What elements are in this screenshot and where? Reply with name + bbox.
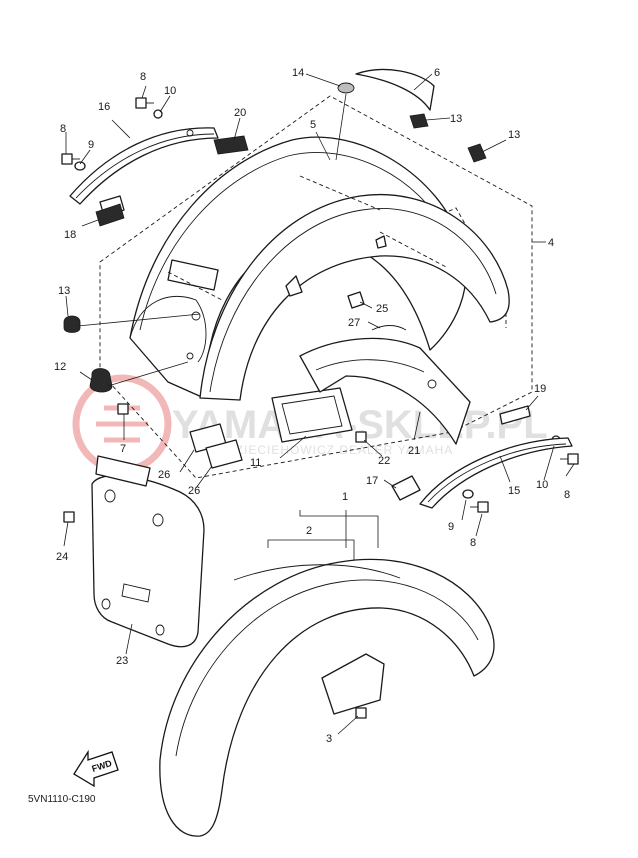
callout-8d: 8 <box>470 537 476 549</box>
callout-8a: 8 <box>140 71 146 83</box>
rear-fender <box>129 136 510 401</box>
callout-10b: 10 <box>536 479 548 491</box>
callout-13c: 13 <box>58 285 70 297</box>
callout-27: 27 <box>348 317 360 329</box>
front-fender <box>159 558 495 837</box>
callout-5: 5 <box>310 119 316 131</box>
callout-26b: 26 <box>188 485 200 497</box>
part-19-reflector <box>499 405 531 425</box>
part-18-reflector <box>95 203 125 227</box>
part-15-rail <box>419 437 573 509</box>
part-17 <box>391 475 421 501</box>
callout-4: 4 <box>548 237 554 249</box>
callout-15: 15 <box>508 485 520 497</box>
part-11-lamp <box>271 387 353 443</box>
part-27 <box>371 325 407 331</box>
callout-21: 21 <box>408 445 420 457</box>
callout-24: 24 <box>56 551 68 563</box>
assembly-outline <box>99 95 533 479</box>
callout-18: 18 <box>64 229 76 241</box>
callout-9b: 9 <box>448 521 454 533</box>
callout-20: 20 <box>234 107 246 119</box>
callout-10a: 10 <box>164 85 176 97</box>
part-23-cover <box>91 455 205 648</box>
watermark-sub: MRAZIECIEHOWICZ DEALER YAMAHA <box>206 443 453 457</box>
bolt-3 <box>355 707 367 719</box>
callout-2: 2 <box>306 525 312 537</box>
callout-6: 6 <box>434 67 440 79</box>
callout-8b: 8 <box>60 123 66 135</box>
callout-22: 22 <box>378 455 390 467</box>
part-14-grommet <box>337 82 355 94</box>
callout-13a: 13 <box>450 113 462 125</box>
leader-lines <box>63 73 575 735</box>
fwd-arrow-icon: FWD <box>73 749 119 788</box>
callouts: 1 2 3 4 5 6 7 8 8 8 8 9 9 10 10 11 12 13… <box>54 67 570 745</box>
part-6-trim <box>355 68 435 111</box>
callout-13b: 13 <box>508 129 520 141</box>
callout-8c: 8 <box>564 489 570 501</box>
part-21-bracket <box>299 337 471 445</box>
part-20-reflector <box>213 135 249 155</box>
part-25-clip <box>347 291 365 309</box>
callout-7: 7 <box>120 443 126 455</box>
callout-16: 16 <box>98 101 110 113</box>
callout-23: 23 <box>116 655 128 667</box>
callout-12: 12 <box>54 361 66 373</box>
callout-14: 14 <box>292 67 304 79</box>
yamaha-logo-icon <box>72 374 172 474</box>
callout-19: 19 <box>534 383 546 395</box>
callout-9a: 9 <box>88 139 94 151</box>
callout-11: 11 <box>250 457 261 469</box>
callout-26a: 26 <box>158 469 170 481</box>
callout-3: 3 <box>326 733 332 745</box>
fastener-set-left <box>61 97 163 171</box>
part-26-pad-b <box>205 439 243 469</box>
part-13-damper-b <box>467 143 487 163</box>
bolt-24 <box>63 511 75 523</box>
callout-17: 17 <box>366 475 378 487</box>
callout-1: 1 <box>342 491 348 503</box>
diagram-code: 5VN1110-C190 <box>28 794 96 805</box>
bolt-7 <box>117 403 129 415</box>
callout-25: 25 <box>376 303 388 315</box>
part-12-grommet <box>89 368 113 393</box>
part-13-damper-a <box>409 113 429 129</box>
part-13-damper-c <box>63 315 81 333</box>
